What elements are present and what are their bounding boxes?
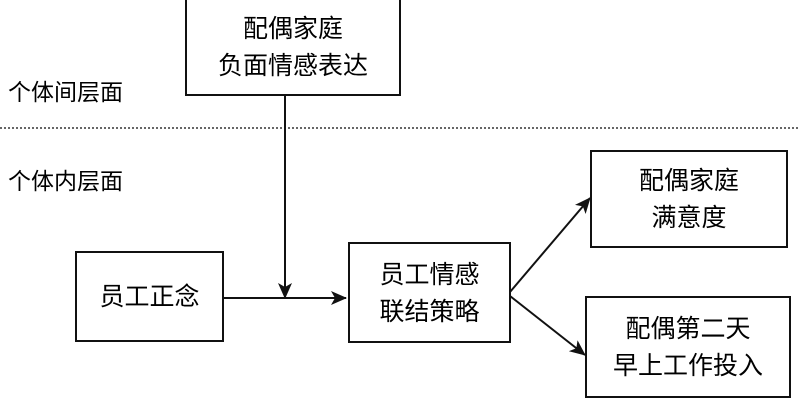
node-spouse-next-morning-engagement: 配偶第二天 早上工作投入 xyxy=(585,296,791,398)
node-text: 早上工作投入 xyxy=(612,351,763,380)
node-text: 负面情感表达 xyxy=(217,51,368,80)
node-text: 配偶家庭 xyxy=(638,166,739,195)
node-text: 配偶第二天 xyxy=(625,314,751,343)
node-spouse-family-satisfaction: 配偶家庭 满意度 xyxy=(590,150,788,248)
node-text: 配偶家庭 xyxy=(242,14,343,43)
node-text: 联结策略 xyxy=(379,296,480,326)
node-employee-mindfulness: 员工正念 xyxy=(75,251,224,342)
node-text: 满意度 xyxy=(651,203,727,232)
node-spouse-negative-expression: 配偶家庭 负面情感表达 xyxy=(185,0,401,96)
node-emotional-connection-strategy: 员工情感 联结策略 xyxy=(348,242,511,343)
arrow-strategy-to-engagement xyxy=(509,295,586,356)
node-text: 员工情感 xyxy=(379,259,480,289)
level-label-within: 个体内层面 xyxy=(8,169,123,195)
node-text: 员工正念 xyxy=(99,282,200,311)
level-label-between: 个体间层面 xyxy=(8,80,123,106)
arrow-strategy-to-satisfaction xyxy=(509,197,591,293)
